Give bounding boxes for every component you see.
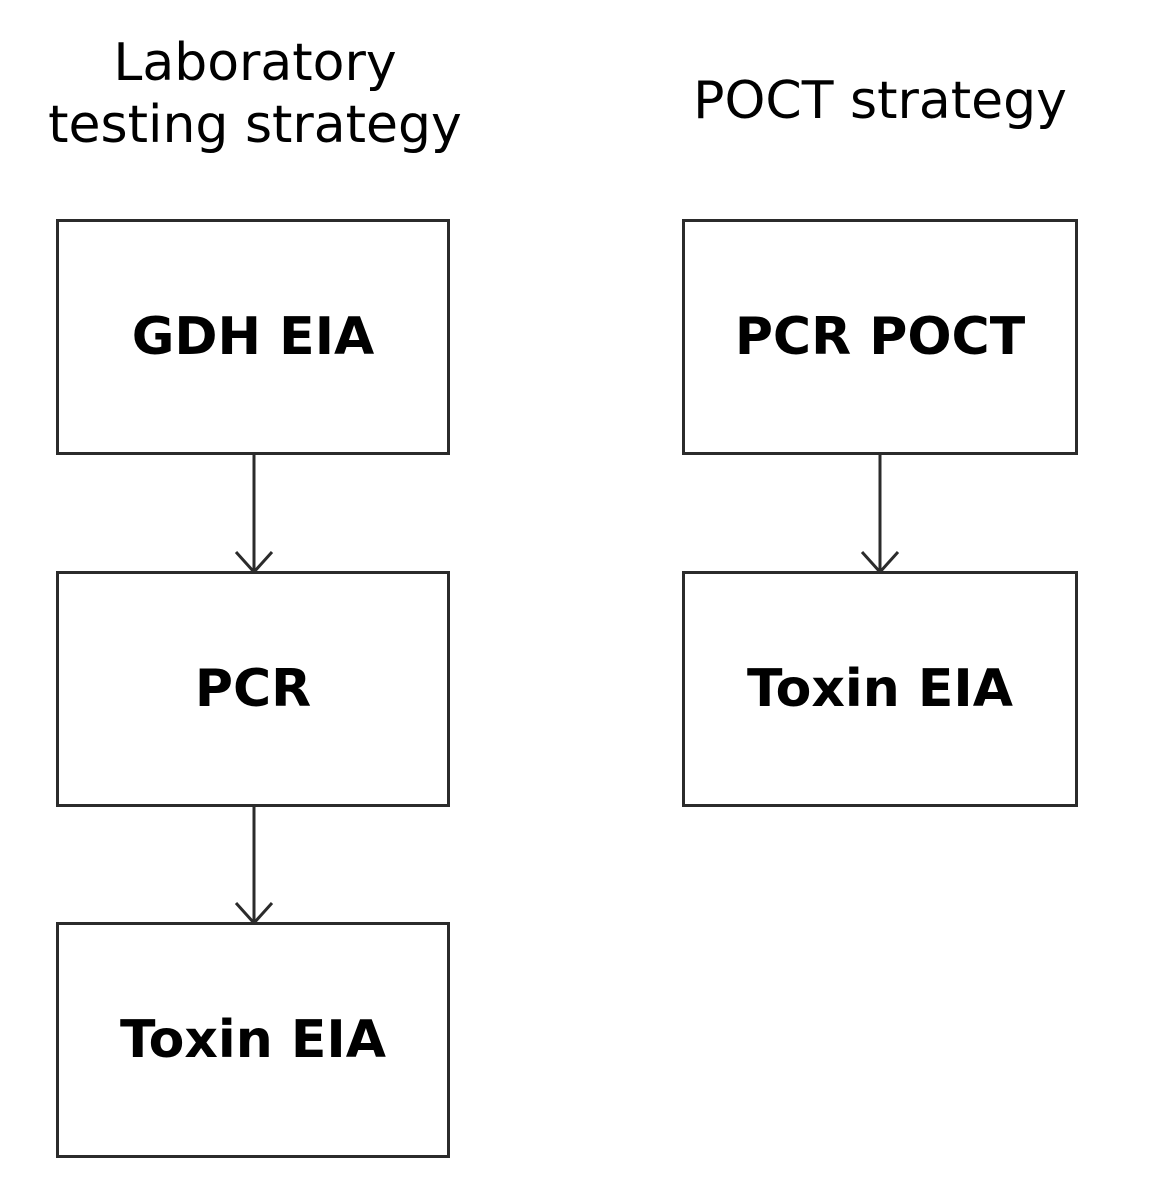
lab-step-pcr-label: PCR [194, 659, 312, 719]
lab-step-toxin-eia-box: Toxin EIA [56, 922, 450, 1158]
lab-arrow-2 [234, 806, 274, 926]
laboratory-strategy-title-line2: testing strategy [48, 95, 462, 155]
lab-arrow-1 [234, 455, 274, 575]
poct-step-toxin-eia-label: Toxin EIA [747, 659, 1013, 719]
poct-strategy-title: POCT strategy [693, 71, 1067, 131]
laboratory-strategy-title: Laboratory testing strategy [20, 32, 490, 156]
poct-step-pcr-poct-box: PCR POCT [682, 219, 1078, 455]
lab-step-gdh-eia-label: GDH EIA [131, 307, 375, 367]
lab-step-gdh-eia-box: GDH EIA [56, 219, 450, 455]
poct-step-pcr-poct-label: PCR POCT [734, 307, 1026, 367]
lab-step-pcr-box: PCR [56, 571, 450, 807]
poct-arrow-1 [860, 455, 900, 575]
poct-step-toxin-eia-box: Toxin EIA [682, 571, 1078, 807]
lab-step-toxin-eia-label: Toxin EIA [120, 1010, 386, 1070]
laboratory-strategy-title-line1: Laboratory [113, 33, 397, 93]
